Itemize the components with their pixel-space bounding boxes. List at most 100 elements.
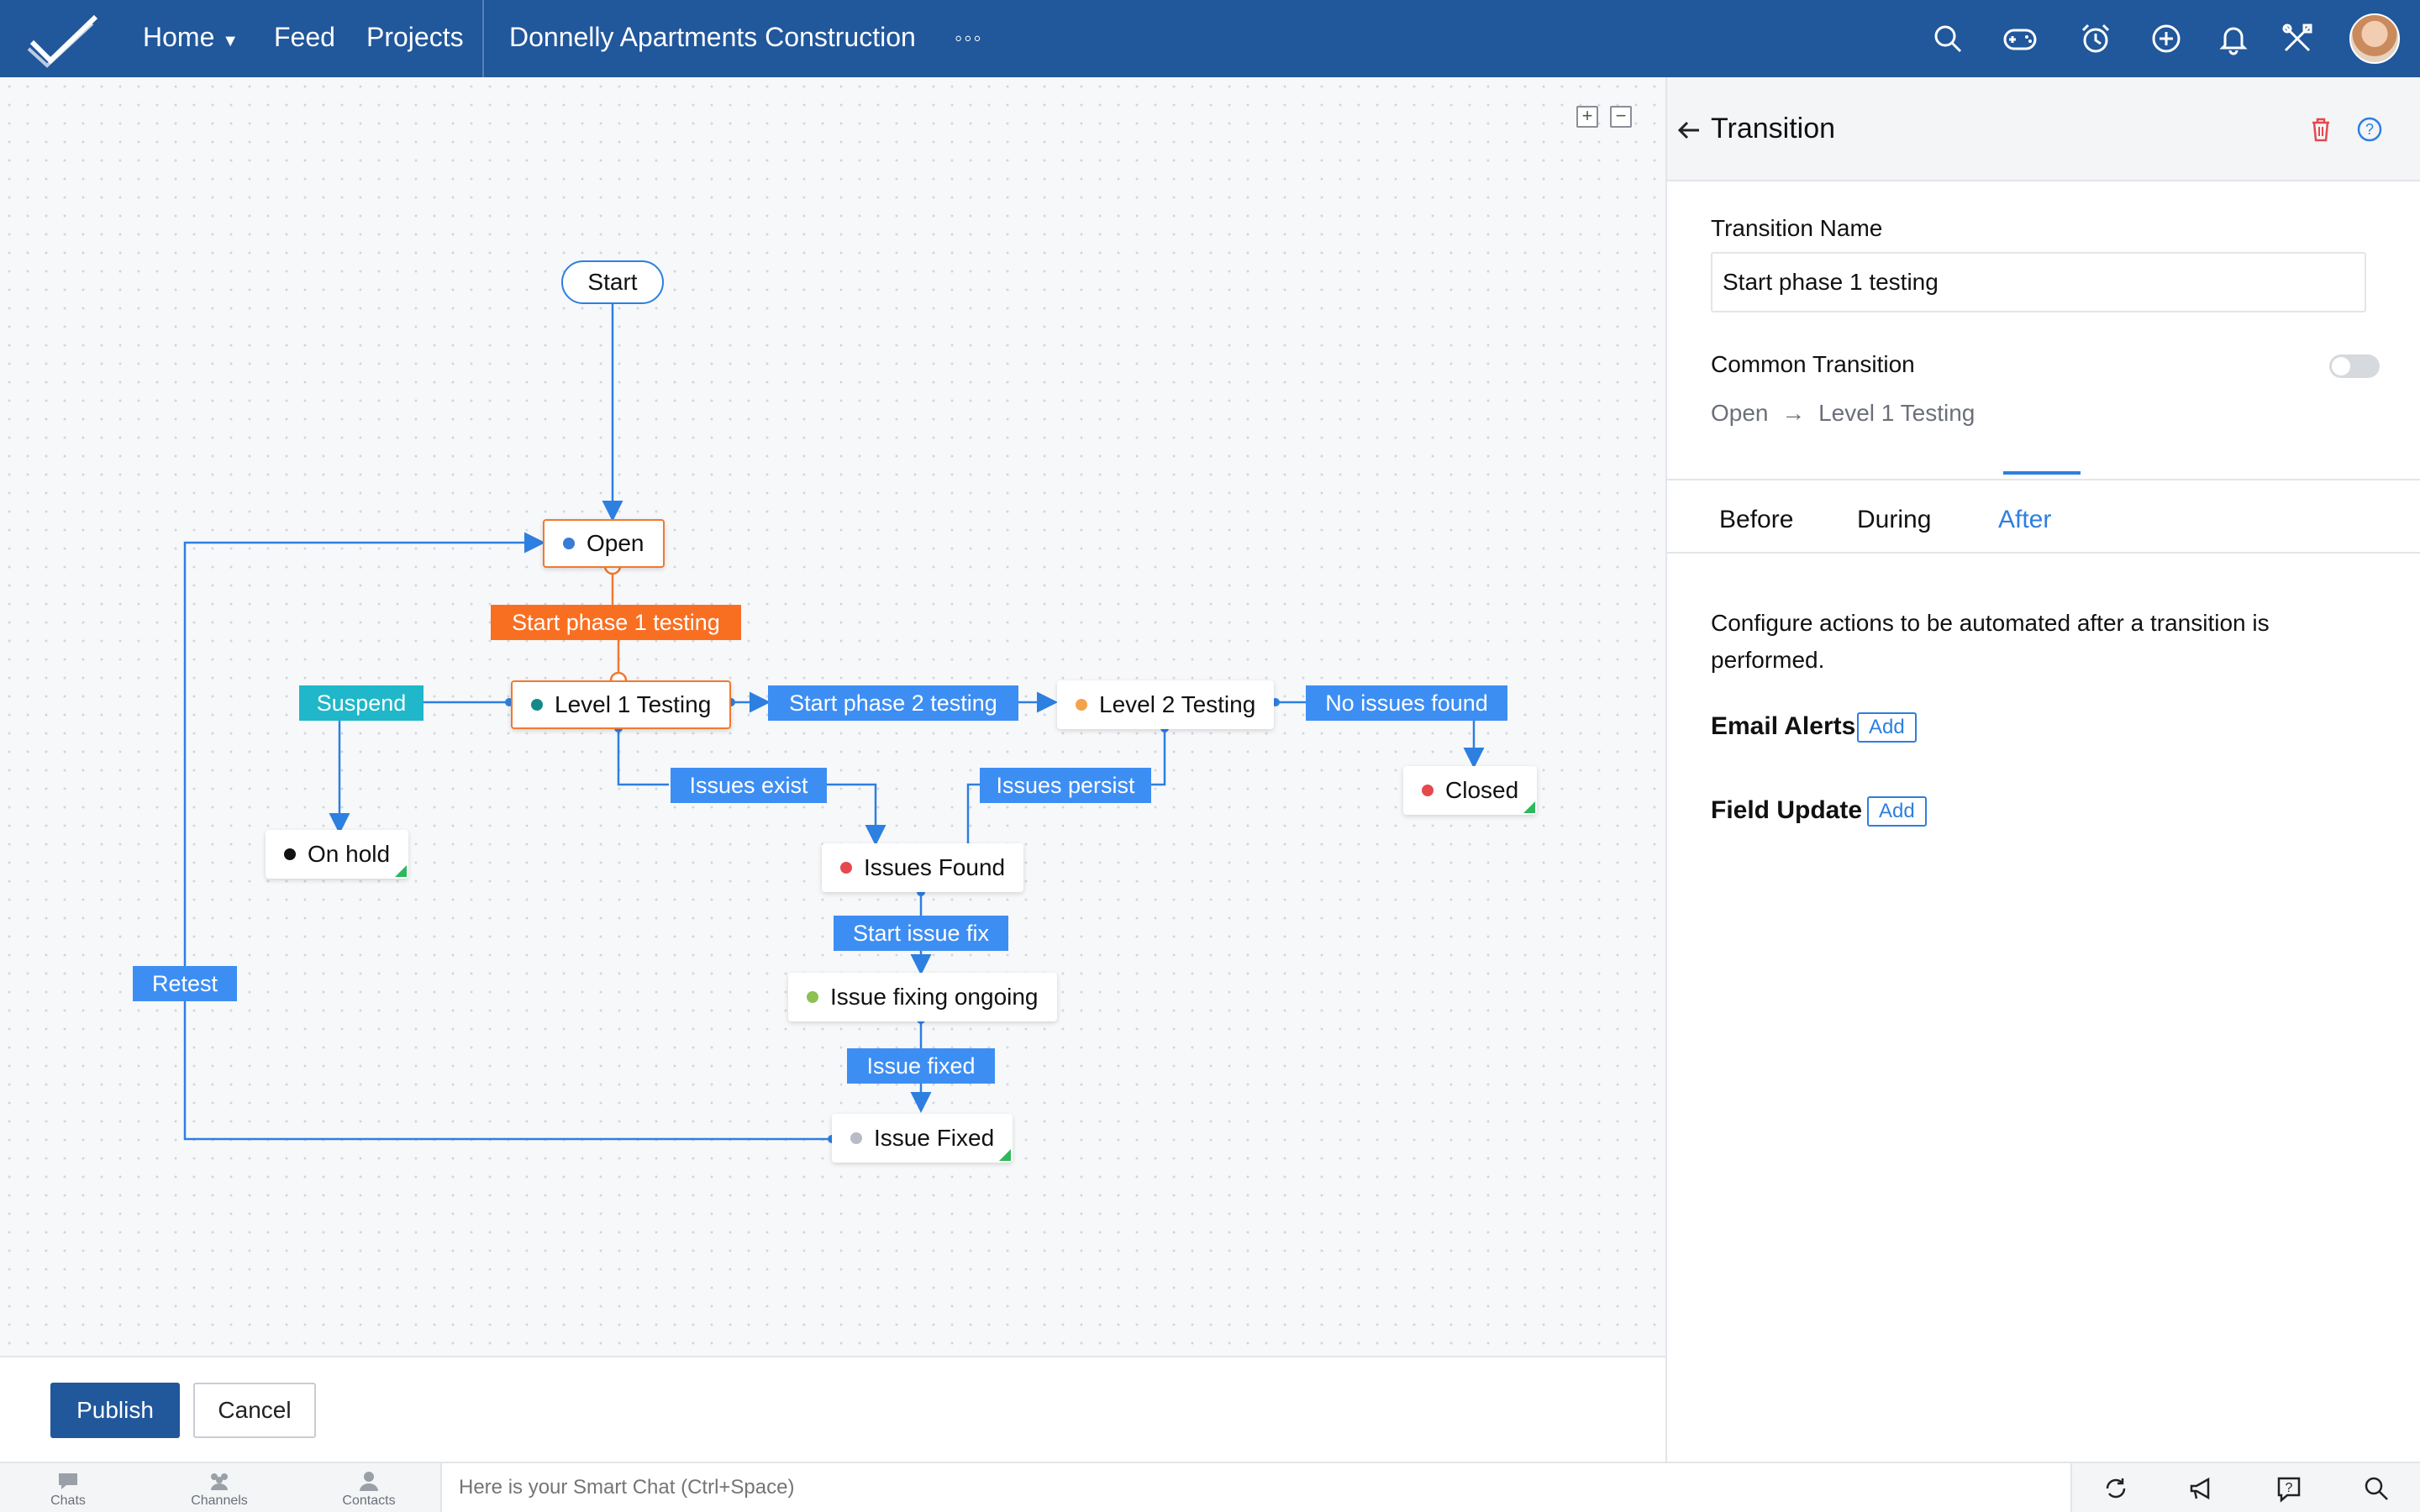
tab-during[interactable]: During bbox=[1857, 506, 1932, 533]
state-issues-found[interactable]: Issues Found bbox=[822, 843, 1024, 892]
megaphone-icon[interactable] bbox=[2186, 1473, 2217, 1504]
status-dot bbox=[1422, 785, 1434, 796]
transition-start-issue-fix[interactable]: Start issue fix bbox=[834, 916, 1008, 951]
after-tab-description: Configure actions to be automated after … bbox=[1711, 610, 2270, 673]
state-label: Level 1 Testing bbox=[555, 691, 712, 717]
route-arrow-icon: → bbox=[1781, 400, 1806, 426]
state-label: Open bbox=[587, 530, 644, 556]
state-label: Closed bbox=[1445, 777, 1519, 803]
add-email-alert-button[interactable]: Add bbox=[1857, 712, 1917, 743]
state-open[interactable]: Open bbox=[543, 519, 665, 568]
project-title[interactable]: Donnelly Apartments Construction bbox=[509, 22, 916, 52]
app-logo-icon[interactable] bbox=[25, 8, 101, 69]
active-tab-indicator bbox=[2003, 471, 2081, 475]
contacts-tab-label: Contacts bbox=[342, 1494, 396, 1508]
nav-projects[interactable]: Projects bbox=[366, 22, 464, 52]
chevron-down-icon: ▼ bbox=[222, 32, 239, 50]
svg-text:?: ? bbox=[2365, 121, 2374, 138]
field-update-label: Field Update bbox=[1711, 796, 1863, 824]
start-node[interactable]: Start bbox=[561, 260, 664, 304]
state-issue-fixed[interactable]: Issue Fixed bbox=[832, 1114, 1013, 1163]
state-level-2-testing[interactable]: Level 2 Testing bbox=[1057, 680, 1275, 729]
help-chat-icon[interactable]: ? bbox=[2274, 1473, 2304, 1504]
channels-tab[interactable]: Channels bbox=[182, 1470, 257, 1509]
smart-chat-bar: Chats Channels Contacts ? bbox=[0, 1462, 2420, 1512]
transition-name-input[interactable] bbox=[1711, 252, 2366, 312]
state-label: Issue fixing ongoing bbox=[830, 984, 1039, 1010]
state-label: Issues Found bbox=[864, 854, 1006, 880]
bell-icon[interactable] bbox=[2213, 18, 2254, 59]
status-dot bbox=[850, 1132, 862, 1144]
transition-start-phase-2-testing[interactable]: Start phase 2 testing bbox=[768, 685, 1018, 721]
alarm-clock-icon[interactable] bbox=[2075, 18, 2116, 59]
smart-chat-input[interactable] bbox=[440, 1463, 2072, 1512]
panel-divider bbox=[1667, 479, 2420, 480]
panel-title: Transition bbox=[1711, 113, 1836, 144]
transition-start-phase-1-testing[interactable]: Start phase 1 testing bbox=[491, 605, 741, 640]
status-dot bbox=[284, 848, 296, 860]
state-label: Issue Fixed bbox=[874, 1125, 995, 1151]
help-icon[interactable]: ? bbox=[2354, 114, 2385, 144]
nav-home[interactable]: Home ▼ bbox=[143, 22, 239, 53]
end-state-marker bbox=[395, 865, 408, 877]
search-chat-icon[interactable] bbox=[2361, 1473, 2391, 1504]
end-state-marker bbox=[1523, 801, 1536, 813]
state-level-1-testing[interactable]: Level 1 Testing bbox=[511, 680, 732, 729]
person-icon bbox=[360, 1472, 378, 1491]
transition-panel: Transition ? Transition Name Common Tran… bbox=[1665, 77, 2420, 1462]
status-dot bbox=[563, 538, 575, 549]
tools-icon[interactable] bbox=[2277, 18, 2317, 59]
add-field-update-button[interactable]: Add bbox=[1867, 796, 1927, 827]
zoom-out-icon[interactable]: − bbox=[1610, 106, 1632, 128]
more-options-icon[interactable]: ◦◦◦ bbox=[955, 25, 983, 50]
add-circle-icon[interactable] bbox=[2146, 18, 2186, 59]
channels-tab-label: Channels bbox=[191, 1494, 248, 1508]
status-dot bbox=[807, 991, 818, 1003]
status-dot bbox=[531, 699, 543, 711]
status-dot bbox=[840, 862, 852, 874]
chat-bubble-icon bbox=[59, 1473, 77, 1489]
trash-icon[interactable] bbox=[2306, 114, 2336, 144]
status-dot bbox=[1076, 699, 1087, 711]
end-state-marker bbox=[999, 1149, 1012, 1161]
transition-route: Open → Level 1 Testing bbox=[1711, 400, 1975, 427]
state-closed[interactable]: Closed bbox=[1403, 766, 1538, 815]
contacts-tab[interactable]: Contacts bbox=[331, 1470, 407, 1509]
search-icon[interactable] bbox=[1928, 18, 1968, 59]
state-label: On hold bbox=[308, 841, 391, 867]
bottom-action-bar: Publish Cancel bbox=[0, 1356, 1665, 1462]
gamepad-icon[interactable] bbox=[2000, 18, 2040, 59]
nav-feed[interactable]: Feed bbox=[274, 22, 335, 52]
svg-text:?: ? bbox=[2286, 1481, 2293, 1495]
chats-tab[interactable]: Chats bbox=[30, 1470, 106, 1509]
route-from: Open bbox=[1711, 400, 1769, 426]
tabs-divider bbox=[1667, 552, 2420, 554]
transition-issues-exist[interactable]: Issues exist bbox=[671, 768, 827, 803]
transition-issue-fixed[interactable]: Issue fixed bbox=[847, 1048, 995, 1084]
back-arrow-icon[interactable] bbox=[1676, 116, 1704, 144]
route-to: Level 1 Testing bbox=[1818, 400, 1975, 426]
transition-retest[interactable]: Retest bbox=[133, 966, 237, 1001]
transition-name-label: Transition Name bbox=[1711, 215, 1883, 241]
nav-divider bbox=[482, 0, 484, 77]
transition-no-issues-found[interactable]: No issues found bbox=[1306, 685, 1507, 721]
chats-tab-label: Chats bbox=[50, 1494, 86, 1508]
common-transition-label: Common Transition bbox=[1711, 351, 1915, 377]
workflow-canvas[interactable]: + − bbox=[0, 77, 1665, 1356]
top-navigation-bar: Home ▼ Feed Projects Donnelly Apartments… bbox=[0, 0, 2420, 77]
transition-suspend[interactable]: Suspend bbox=[299, 685, 424, 721]
people-group-icon bbox=[211, 1473, 228, 1490]
tab-after[interactable]: After bbox=[1998, 506, 2052, 533]
zoom-in-icon[interactable]: + bbox=[1576, 106, 1598, 128]
tab-before[interactable]: Before bbox=[1719, 506, 1794, 533]
publish-button[interactable]: Publish bbox=[50, 1383, 180, 1438]
transition-issues-persist[interactable]: Issues persist bbox=[980, 768, 1151, 803]
cancel-button[interactable]: Cancel bbox=[193, 1383, 316, 1438]
common-transition-toggle[interactable] bbox=[2329, 354, 2380, 378]
state-issue-fixing-ongoing[interactable]: Issue fixing ongoing bbox=[788, 973, 1057, 1021]
state-on-hold[interactable]: On hold bbox=[266, 830, 409, 879]
user-avatar[interactable] bbox=[2349, 13, 2400, 64]
state-label: Level 2 Testing bbox=[1099, 691, 1256, 717]
sync-icon[interactable] bbox=[2101, 1473, 2131, 1504]
nav-home-label: Home bbox=[143, 22, 215, 52]
